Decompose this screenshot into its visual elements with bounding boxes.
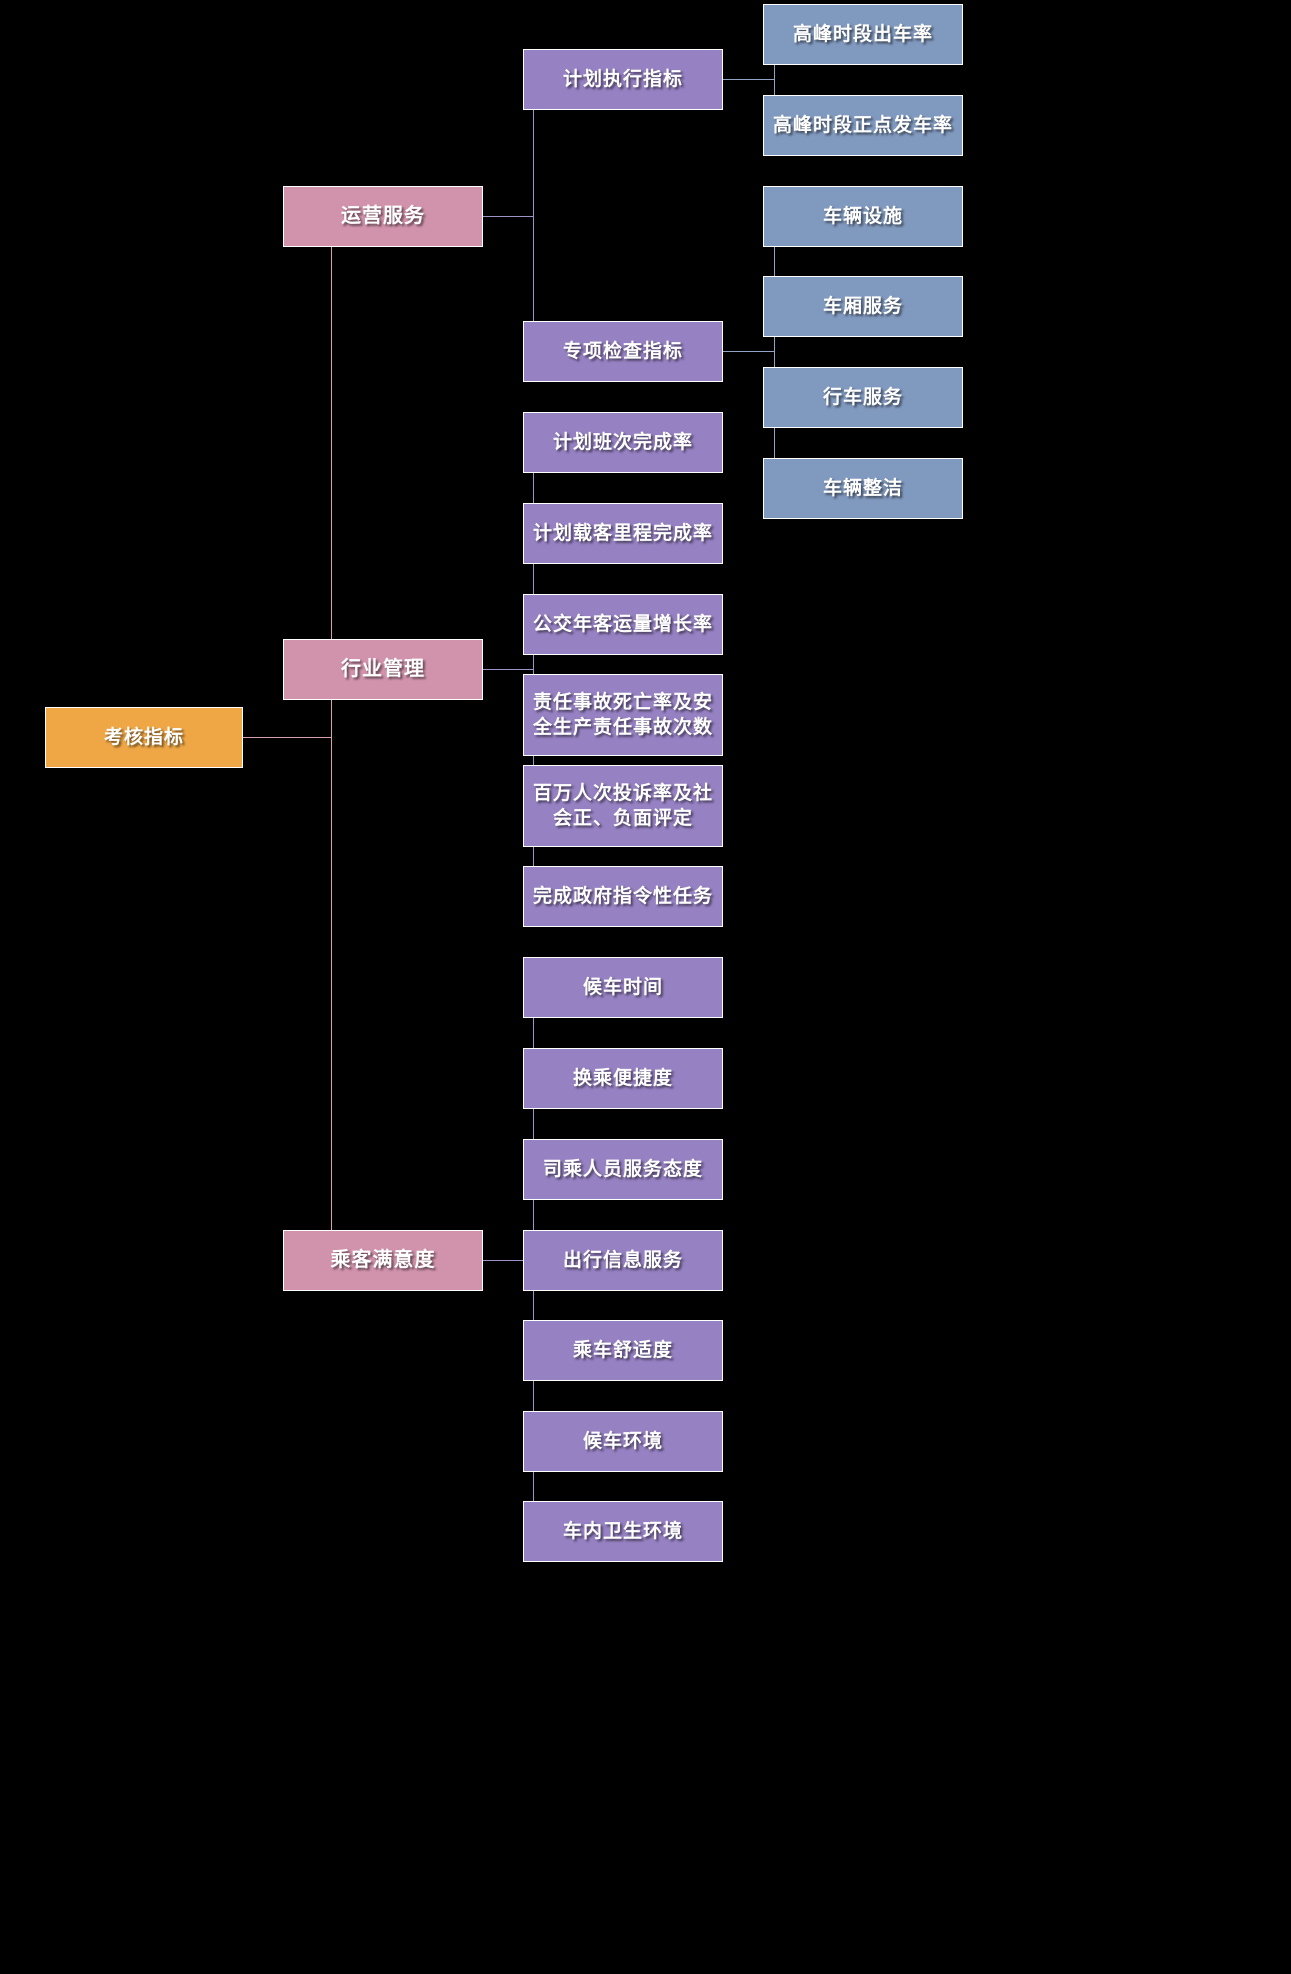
connector-branch2-stub [483, 1260, 534, 1261]
leaf-node-ride-comfort[interactable]: 乘车舒适度 [523, 1320, 723, 1381]
leaf-node-complaint-rate-and-social-evaluation[interactable]: 百万人次投诉率及社会正、负面评定 [523, 765, 723, 847]
connector-special-check-trunk [774, 216, 775, 488]
connector-special-check-stub [723, 351, 775, 352]
connector-branch0-trunk [533, 79, 534, 352]
leaf-node-planned-trips-completion-rate[interactable]: 计划班次完成率 [523, 412, 723, 473]
leaf-node-vehicle-facilities[interactable]: 车辆设施 [763, 186, 963, 247]
connector-branch1-trunk [533, 442, 534, 897]
connector-plan-exec-stub [723, 79, 775, 80]
leaf-node-peak-ontime-departure-rate[interactable]: 高峰时段正点发车率 [763, 95, 963, 156]
connector-root-stub [243, 737, 332, 738]
leaf-node-cabin-service[interactable]: 车厢服务 [763, 276, 963, 337]
leaf-node-travel-information-service[interactable]: 出行信息服务 [523, 1230, 723, 1291]
branch-node-operation-services[interactable]: 运营服务 [283, 186, 483, 247]
connector-root-trunk [331, 216, 332, 1260]
leaf-node-crew-service-attitude[interactable]: 司乘人员服务态度 [523, 1139, 723, 1200]
connector-branch1-stub [483, 669, 534, 670]
root-node-assessment-indicators[interactable]: 考核指标 [45, 707, 243, 768]
leaf-node-driving-service[interactable]: 行车服务 [763, 367, 963, 428]
leaf-node-waiting-time[interactable]: 候车时间 [523, 957, 723, 1018]
node-plan-execution-indicator[interactable]: 计划执行指标 [523, 49, 723, 110]
leaf-node-annual-ridership-growth-rate[interactable]: 公交年客运量增长率 [523, 594, 723, 655]
leaf-node-transfer-convenience[interactable]: 换乘便捷度 [523, 1048, 723, 1109]
leaf-node-vehicle-cleanliness[interactable]: 车辆整洁 [763, 458, 963, 519]
branch-node-industry-management[interactable]: 行业管理 [283, 639, 483, 700]
leaf-node-waiting-environment[interactable]: 候车环境 [523, 1411, 723, 1472]
leaf-node-accident-fatality-rate[interactable]: 责任事故死亡率及安全生产责任事故次数 [523, 674, 723, 756]
branch-node-passenger-satisfaction[interactable]: 乘客满意度 [283, 1230, 483, 1291]
leaf-node-government-mandated-tasks[interactable]: 完成政府指令性任务 [523, 866, 723, 927]
node-special-inspection-indicator[interactable]: 专项检查指标 [523, 321, 723, 382]
leaf-node-in-vehicle-hygiene-environment[interactable]: 车内卫生环境 [523, 1501, 723, 1562]
leaf-node-peak-dispatch-rate[interactable]: 高峰时段出车率 [763, 4, 963, 65]
leaf-node-planned-passenger-mileage-completion-rate[interactable]: 计划载客里程完成率 [523, 503, 723, 564]
connector-branch0-stub [483, 216, 534, 217]
connector-plan-exec-trunk [774, 34, 775, 125]
